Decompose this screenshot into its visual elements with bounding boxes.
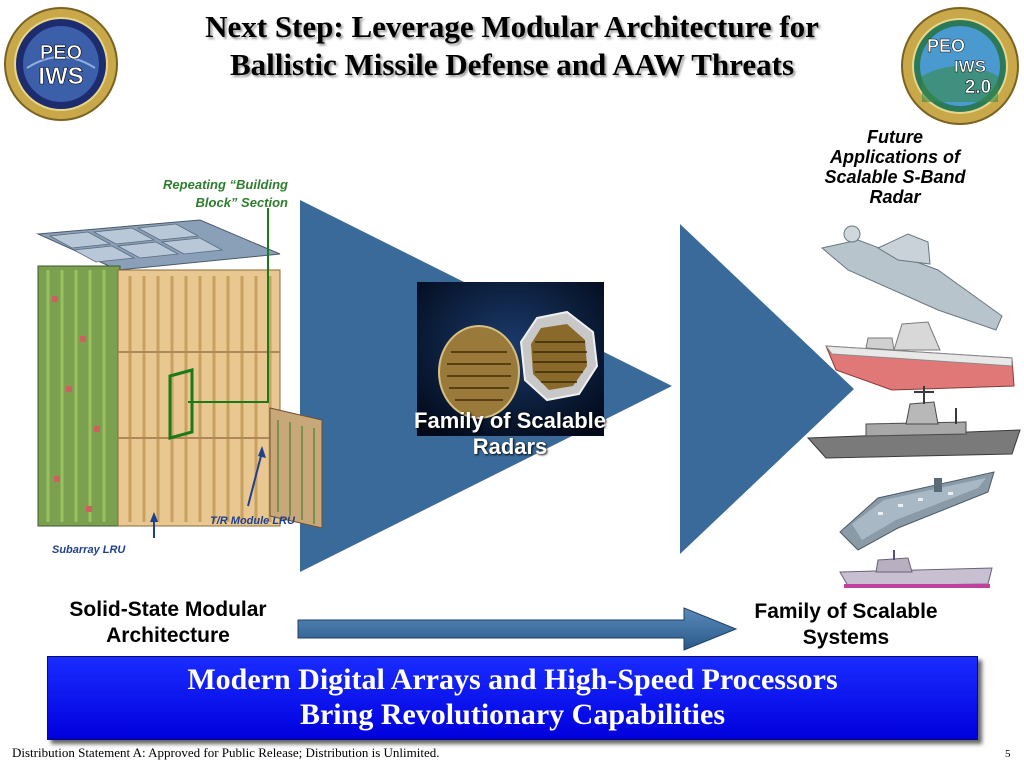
peo-iws-2-seal-icon: PEO IWS 2.0 [901,7,1019,125]
future-line-1: Future [867,127,923,147]
destroyer-ship-image [824,321,1015,391]
modular-array-illustration [36,208,323,538]
right-seal-mid-text: IWS [954,57,986,76]
right-seal-bottom-text: 2.0 [965,77,991,98]
scalable-systems-caption-line-1: Family of Scalable [754,600,938,623]
page-title: Next Step: Leverage Modular Architecture… [120,8,904,84]
tr-module-label: T/R Module LRU [210,515,295,527]
bottom-flow-arrow [297,607,738,651]
stealth-ship-image [820,225,1003,331]
page-number: 5 [1005,748,1011,760]
aircraft-carrier-image [839,471,995,551]
radars-caption-line-2: Radars [472,434,548,459]
future-line-4: Radar [869,187,921,207]
left-seal-top-text: PEO [40,42,82,64]
future-line-2: Applications of [830,147,960,167]
scalable-radar-image [417,282,604,436]
building-block-label: Repeating “Building Block” Section [118,176,288,212]
modular-architecture-caption-line-2: Architecture [106,624,230,647]
building-block-label-line-2: Block” Section [195,195,288,210]
modular-architecture-caption: Solid-State Modular Architecture [18,597,318,649]
capabilities-banner: Modern Digital Arrays and High-Speed Pro… [47,656,978,740]
left-seal-bottom-text: IWS [38,63,83,90]
scalable-systems-caption-line-2: Systems [802,626,890,649]
radars-caption: Family of Scalable Radars [372,408,648,460]
right-seal-top-text: PEO [927,36,965,56]
radars-caption-line-1: Family of Scalable [414,408,606,433]
banner-line-1: Modern Digital Arrays and High-Speed Pro… [187,663,838,696]
modular-architecture-caption-line-1: Solid-State Modular [69,598,267,621]
title-line-1: Next Step: Leverage Modular Architecture… [205,9,819,44]
future-applications-label: Future Applications of Scalable S-Band R… [800,127,990,207]
banner-line-2: Bring Revolutionary Capabilities [299,698,726,731]
scalable-systems-caption: Family of Scalable Systems [706,599,986,651]
subarray-label: Subarray LRU [52,544,126,556]
future-line-3: Scalable S-Band [824,167,966,187]
amphibious-ship-image [839,550,993,588]
peo-iws-seal-icon: PEO IWS [4,7,118,121]
right-flow-arrow [680,224,854,554]
title-line-2: Ballistic Missile Defense and AAW Threat… [229,47,795,82]
cruiser-ship-image [806,386,1021,459]
banner-text: Modern Digital Arrays and High-Speed Pro… [48,657,977,732]
distribution-statement: Distribution Statement A: Approved for P… [12,745,440,760]
building-block-label-line-1: Repeating “Building [163,177,288,192]
